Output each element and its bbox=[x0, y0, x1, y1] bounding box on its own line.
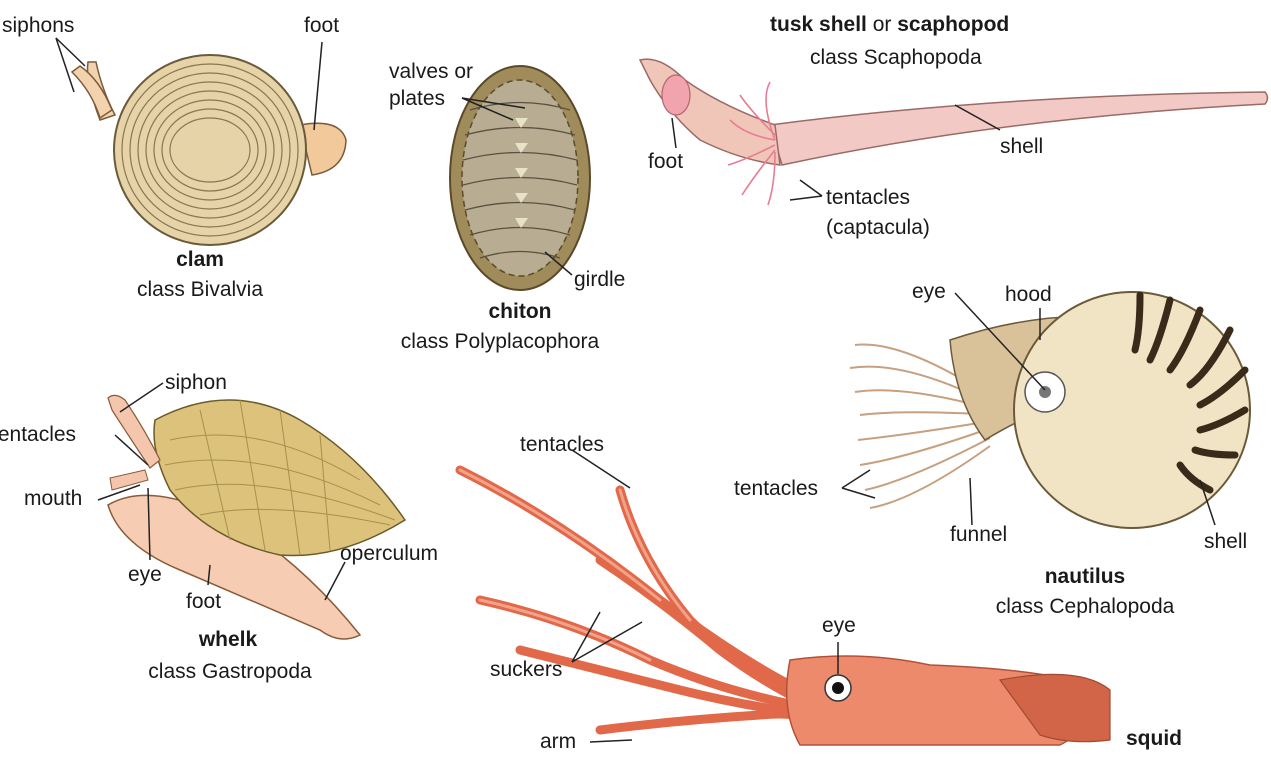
nautilus-hood-label: hood bbox=[1005, 283, 1052, 306]
tusk-shell-foot-label: foot bbox=[648, 150, 683, 173]
tusk-shell-name: tusk shell bbox=[770, 13, 867, 36]
nautilus-shell-label: shell bbox=[1204, 530, 1247, 553]
nautilus-eye-label: eye bbox=[912, 280, 946, 303]
nautilus-name: nautilus bbox=[1020, 565, 1150, 588]
chiton-plates-label: plates bbox=[389, 87, 445, 110]
scaphopod-name: scaphopod bbox=[897, 13, 1009, 36]
whelk-illustration bbox=[98, 383, 405, 639]
chiton-girdle-label: girdle bbox=[574, 268, 625, 291]
whelk-foot-label: foot bbox=[186, 590, 221, 613]
chiton-illustration bbox=[450, 66, 590, 290]
whelk-eye-label: eye bbox=[128, 563, 162, 586]
chiton-class: class Polyplacophora bbox=[360, 330, 640, 353]
tusk-shell-illustration bbox=[640, 59, 1268, 205]
chiton-valves-label: valves or bbox=[389, 60, 473, 83]
tusk-shell-shell-label: shell bbox=[1000, 135, 1043, 158]
nautilus-tentacles-label: tentacles bbox=[734, 477, 818, 500]
whelk-siphon-label: siphon bbox=[165, 371, 227, 394]
clam-foot-label: foot bbox=[304, 14, 339, 37]
squid-eye-label: eye bbox=[822, 614, 856, 637]
nautilus-illustration bbox=[842, 292, 1250, 528]
tusk-shell-or: or bbox=[867, 13, 897, 36]
squid-suckers-label: suckers bbox=[490, 658, 562, 681]
nautilus-class: class Cephalopoda bbox=[965, 595, 1205, 618]
whelk-class: class Gastropoda bbox=[110, 660, 350, 683]
clam-class: class Bivalvia bbox=[110, 278, 290, 301]
clam-siphons-label: siphons bbox=[2, 14, 74, 37]
tusk-shell-captacula-label: (captacula) bbox=[826, 216, 930, 239]
whelk-mouth-label: mouth bbox=[24, 487, 82, 510]
chiton-name: chiton bbox=[440, 300, 600, 323]
squid-tentacles-label: tentacles bbox=[520, 433, 604, 456]
whelk-tentacles-label: tentacles bbox=[0, 423, 76, 446]
tusk-shell-title: tusk shell or scaphopod bbox=[770, 13, 1009, 36]
whelk-name: whelk bbox=[168, 628, 288, 651]
squid-arm-label: arm bbox=[540, 730, 576, 753]
clam-name: clam bbox=[155, 248, 245, 271]
squid-name: squid bbox=[1126, 727, 1182, 750]
tusk-shell-tentacles-label: tentacles bbox=[826, 186, 910, 209]
nautilus-funnel-label: funnel bbox=[950, 523, 1007, 546]
clam-illustration bbox=[56, 38, 346, 245]
whelk-operculum-label: operculum bbox=[340, 542, 438, 565]
tusk-shell-class: class Scaphopoda bbox=[810, 46, 982, 69]
